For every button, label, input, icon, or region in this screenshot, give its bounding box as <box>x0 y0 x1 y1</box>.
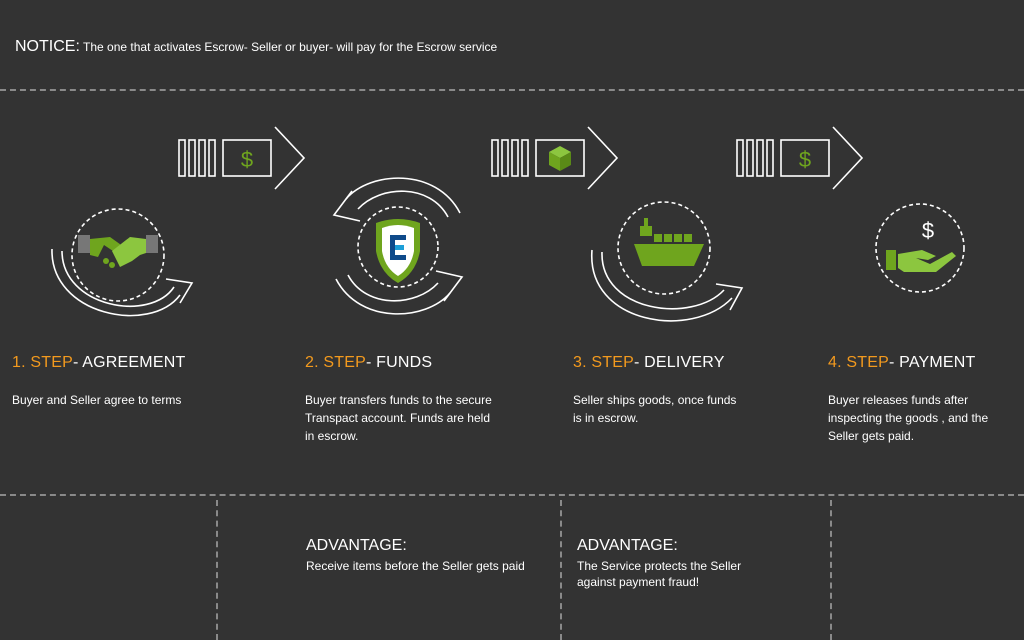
step-3-graphic <box>591 201 744 322</box>
step-1-number: 1. STEP <box>12 354 73 371</box>
advantage-1-description: Receive items before the Seller gets pai… <box>306 559 525 573</box>
advantage-2-title: ADVANTAGE: <box>577 537 678 554</box>
step-3-title: 3. STEP- DELIVERY <box>573 354 725 372</box>
step-2-graphic <box>332 177 464 315</box>
dollar-icon: $ <box>241 147 253 172</box>
step-4-title: 4. STEP- PAYMENT <box>828 354 976 372</box>
cargo-ship-icon <box>634 218 704 266</box>
handshake-icon <box>78 235 158 268</box>
step-2-description: Buyer transfers funds to the secure Tran… <box>305 393 492 443</box>
notice: NOTICE: The one that activates Escrow- S… <box>15 38 497 56</box>
vertical-divider-1 <box>216 500 218 640</box>
escrow-shield-icon <box>376 219 420 283</box>
advantage-2-description: The Service protects the Seller against … <box>577 559 742 589</box>
vertical-divider-3 <box>830 500 832 640</box>
package-icon <box>549 146 571 171</box>
step-1-name: - AGREEMENT <box>72 354 186 371</box>
transfer-arrow-3: $ <box>736 126 864 190</box>
step-2-title: 2. STEP- FUNDS <box>305 354 432 372</box>
notice-label: NOTICE: <box>15 38 80 55</box>
step-1-title: 1. STEP- AGREEMENT <box>12 354 185 372</box>
hand-dollar-icon <box>886 250 956 272</box>
step-3-description: Seller ships goods, once funds is in esc… <box>573 393 737 425</box>
top-divider <box>0 89 1024 91</box>
notice-text: The one that activates Escrow- Seller or… <box>83 40 498 54</box>
step-4-description: Buyer releases funds after inspecting th… <box>828 393 989 443</box>
vertical-divider-2 <box>560 500 562 640</box>
dollar-icon: $ <box>799 147 811 172</box>
step-2-number: 2. STEP <box>305 354 366 371</box>
step-4-number: 4. STEP <box>828 354 889 371</box>
step-1-description: Buyer and Seller agree to terms <box>12 393 182 407</box>
transfer-arrow-1: $ <box>178 126 306 190</box>
step-1-graphic <box>51 208 194 317</box>
transfer-arrow-2 <box>491 126 619 190</box>
step-3-name: - DELIVERY <box>633 354 725 371</box>
step-4-graphic: $ <box>875 203 965 293</box>
dollar-icon: $ <box>922 218 934 243</box>
advantage-1-title: ADVANTAGE: <box>306 537 407 554</box>
step-3-number: 3. STEP <box>573 354 634 371</box>
bottom-divider <box>0 494 1024 496</box>
step-4-name: - PAYMENT <box>888 354 976 371</box>
step-2-name: - FUNDS <box>365 354 433 371</box>
